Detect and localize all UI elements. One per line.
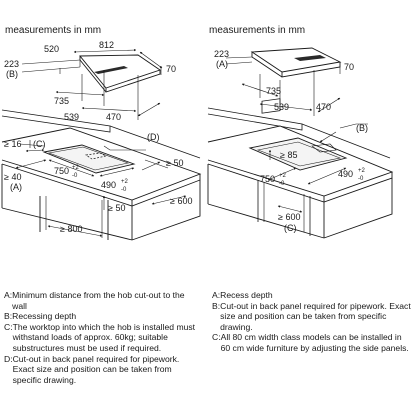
legend-text: The worktop into which the hob is instal…	[12, 321, 196, 353]
right-dim-735: 735	[266, 86, 281, 96]
legend-text: All 80 cm width class models can be inst…	[220, 332, 409, 353]
left-worktop-drawing	[1, 109, 202, 241]
left-dim-539: 539	[64, 112, 79, 122]
right-worktop-drawing	[207, 98, 394, 239]
right-ref-b: (B)	[356, 123, 368, 133]
left-hob-drawing	[55, 48, 163, 120]
left-heading: measurements in mm	[5, 25, 101, 36]
left-ref-d: (D)	[147, 132, 160, 142]
right-dim-470: 470	[316, 102, 331, 112]
left-ref-c: (C)	[33, 139, 46, 149]
legend-key: C:	[4, 321, 13, 332]
right-ref-c: (C)	[284, 223, 297, 233]
left-panel: measurements in mm 520 812 223	[1, 25, 202, 241]
legend-key: C:	[212, 332, 221, 343]
left-dim-750-tol-bottom: -0	[72, 173, 78, 179]
left-dim-812: 812	[99, 40, 114, 50]
left-dim-40: ≥ 40	[4, 172, 21, 182]
left-dim-490-tol-bottom: -0	[121, 187, 127, 193]
left-ref-a: (A)	[10, 182, 22, 192]
legend-text: Recess depth	[220, 290, 273, 300]
left-dim-70: 70	[166, 64, 176, 74]
legend-item-b: B: Recessing depth	[4, 311, 200, 322]
right-panel: measurements in mm 223 (A) 70 735 539 47…	[207, 25, 394, 239]
left-dim-50-bottom: ≥ 50	[108, 203, 125, 213]
legend-key: B:	[4, 311, 13, 322]
left-hob-leaders	[21, 59, 81, 73]
legend-text: Minimum distance from the hob cut-out to…	[12, 290, 185, 311]
legend-item-c: C: The worktop into which the hob is ins…	[4, 322, 200, 354]
legend-key: A:	[4, 290, 13, 300]
left-dim-490-tol-top: +2	[121, 179, 129, 185]
legend-item-a: A: Minimum distance from the hob cut-out…	[4, 290, 200, 311]
legend-item-a: A: Recess depth	[212, 290, 412, 301]
left-dim-490: 490	[101, 180, 116, 190]
legend-item-b: B: Cut-out in back panel required for pi…	[212, 301, 412, 333]
right-dim-223: 223	[214, 49, 229, 59]
left-dim-750: 750	[54, 166, 69, 176]
right-cutout-dimensions: (B) ≥ 85 750 +2 -0 490 +2 -0 ≥ 600 (C)	[260, 123, 368, 233]
left-ref-b: (B)	[6, 69, 18, 79]
left-dim-520: 520	[44, 44, 59, 54]
legend-text: Cut-out in back panel required for pipew…	[220, 300, 411, 332]
legend-item-c: C: All 80 cm width class models can be i…	[212, 332, 412, 353]
legend-key: A:	[212, 290, 221, 300]
right-dim-750-tol-top: +2	[279, 173, 287, 179]
right-heading: measurements in mm	[209, 25, 305, 36]
right-dim-600: ≥ 600	[278, 212, 300, 222]
right-dim-85: ≥ 85	[280, 150, 297, 160]
left-legend: A: Minimum distance from the hob cut-out…	[4, 290, 200, 385]
right-dim-490-tol-bottom: -0	[358, 176, 364, 182]
left-dim-470: 470	[106, 112, 121, 122]
left-dim-223: 223	[4, 59, 19, 69]
right-dim-539: 539	[274, 102, 289, 112]
right-hob-dimensions: 223 (A) 70 735 539 470	[214, 49, 354, 112]
right-dim-70: 70	[344, 62, 354, 72]
left-dim-600: ≥ 600	[170, 196, 192, 206]
installation-drawing: measurements in mm 520 812 223	[1, 25, 394, 241]
legend-item-d: D: Cut-out in back panel required for pi…	[4, 354, 200, 386]
left-cutout-dimensions: (C) ≥ 16 ≥ 40 (A) (D) 750 +2 -0 490 +2 -…	[4, 132, 192, 234]
left-dim-16: ≥ 16	[4, 139, 21, 149]
left-dim-800: ≥ 800	[60, 224, 82, 234]
right-dim-750: 750	[260, 174, 275, 184]
right-hob-drawing	[225, 47, 342, 116]
left-hob-dimensions: 520 812 223 (B) 70 735 539 470	[4, 40, 176, 122]
left-dim-50-top: ≥ 50	[166, 158, 183, 168]
right-dim-490: 490	[338, 169, 353, 179]
legend-key: D:	[4, 353, 13, 364]
right-dim-490-tol-top: +2	[358, 168, 366, 174]
right-legend: A: Recess depth B: Cut-out in back panel…	[212, 290, 412, 354]
legend-key: B:	[212, 300, 221, 311]
left-dim-735: 735	[54, 96, 69, 106]
left-dim-750-tol-top: +2	[72, 165, 80, 171]
legend-text: Recessing depth	[12, 311, 77, 322]
legend-text: Cut-out in back panel required for pipew…	[12, 353, 180, 385]
right-ref-a: (A)	[216, 59, 228, 69]
right-dim-750-tol-bottom: -0	[279, 181, 285, 187]
